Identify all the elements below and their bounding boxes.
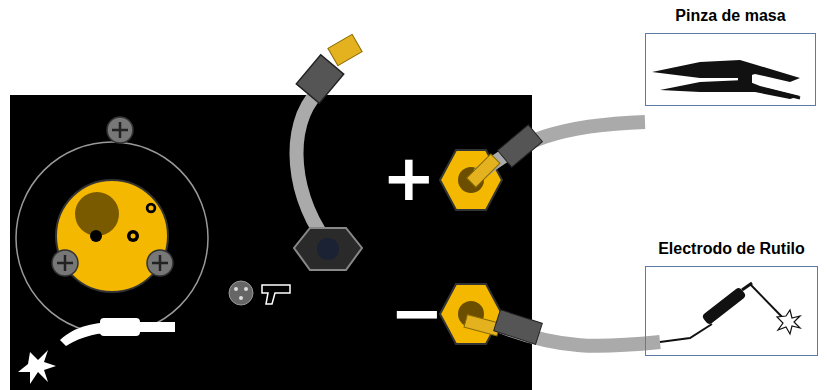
callout-box: Electrodo de Rutilo [645, 266, 818, 356]
box-heading: Electrodo de Rutilo [658, 240, 805, 258]
positive-terminal [440, 122, 645, 210]
box-heading: Pinza de masa [675, 7, 785, 25]
gas-connector [229, 281, 290, 305]
machine-panel [10, 95, 532, 390]
polarity-symbol: + [382, 146, 436, 210]
torch-cable [294, 34, 362, 270]
spool-connector [16, 117, 208, 334]
polarity-symbol: − [390, 281, 444, 345]
torch-icon [18, 318, 175, 384]
electrode-holder [660, 283, 800, 342]
ground-clamp [652, 60, 800, 99]
callout-box: Pinza de masa [645, 33, 816, 106]
negative-terminal [440, 284, 660, 346]
